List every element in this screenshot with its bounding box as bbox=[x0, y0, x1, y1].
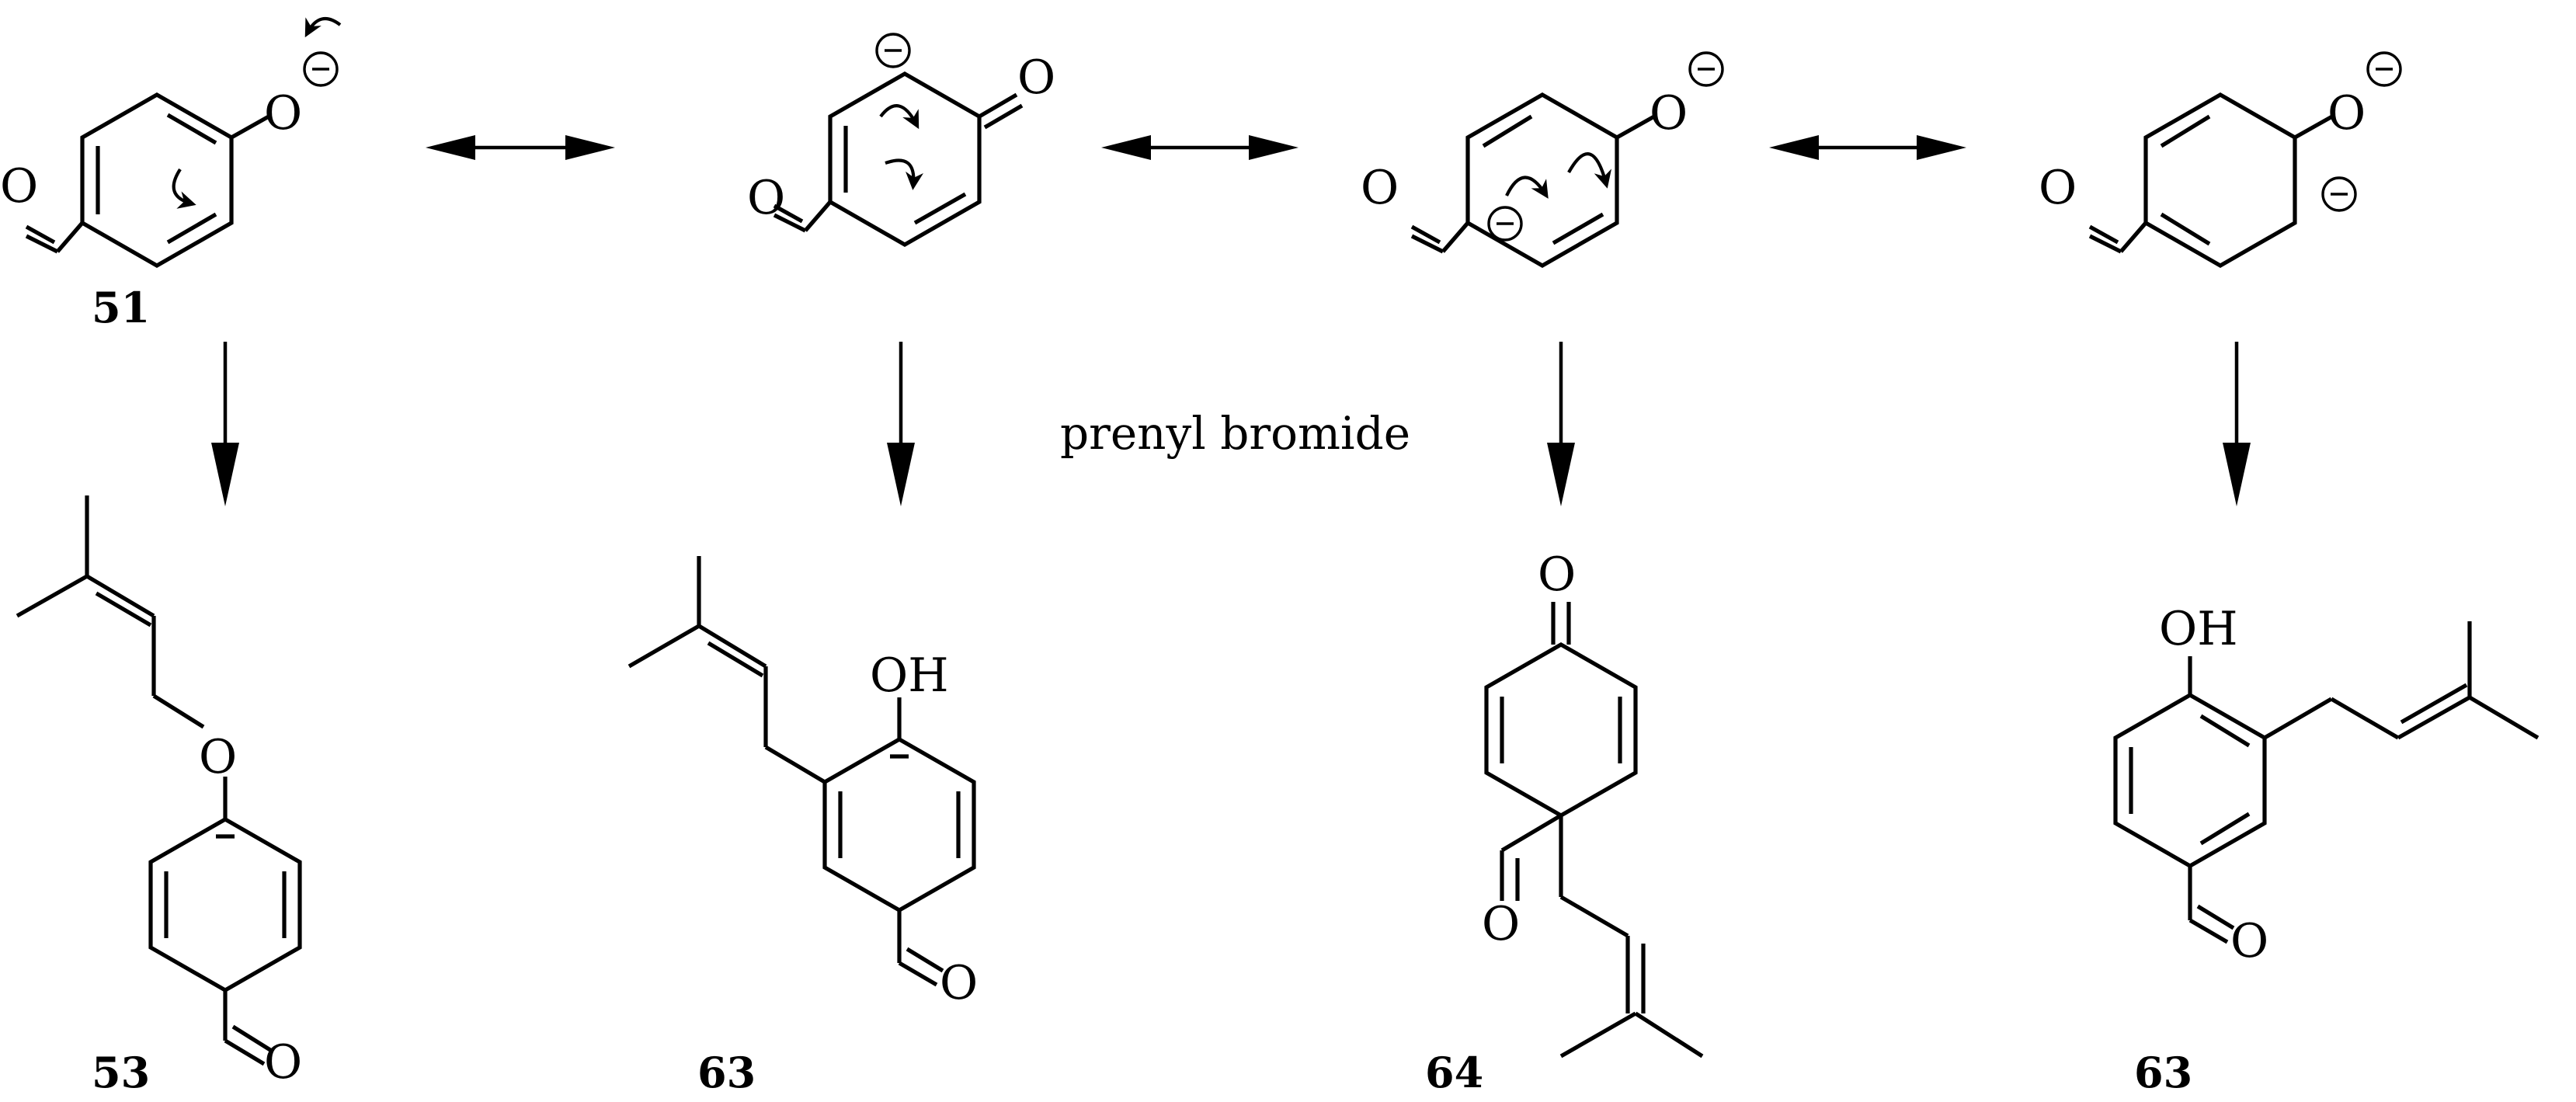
aldehyde-double-bond-2 bbox=[2088, 224, 2119, 245]
aldehyde-oxygen: O bbox=[747, 171, 785, 225]
curved-arrow bbox=[1505, 176, 1549, 199]
aldehyde-oxygen: O bbox=[2039, 161, 2077, 215]
negative-charge bbox=[2366, 51, 2402, 87]
bond-ring-cho bbox=[2119, 221, 2147, 253]
aldehyde-double-bond-2 bbox=[231, 1024, 272, 1052]
aldehyde-double-bond-2 bbox=[906, 947, 944, 973]
curved-arrow bbox=[879, 104, 920, 130]
ether-oxygen: O bbox=[199, 730, 237, 784]
resonance-structure-meta-carbanion: O O bbox=[2039, 51, 2402, 268]
aldehyde-oxygen: O bbox=[940, 956, 978, 1010]
aldehyde-double-bond-2 bbox=[773, 203, 804, 224]
aldehyde-double-bond-2 bbox=[25, 224, 56, 245]
carbonyl-double-bond-2 bbox=[983, 103, 1024, 130]
negative-charge bbox=[1688, 51, 1724, 87]
reagent-label: prenyl bromide bbox=[1060, 407, 1410, 460]
bond-c-o bbox=[230, 114, 270, 140]
compound-label: 63 bbox=[2134, 1048, 2192, 1097]
curved-arrow bbox=[885, 158, 924, 190]
curved-arrow bbox=[172, 168, 196, 209]
aldehyde-double-bond-2 bbox=[2196, 904, 2235, 930]
ketone-oxygen: O bbox=[1538, 548, 1576, 602]
hydroxyl-group: OH bbox=[870, 648, 949, 703]
oxygen-atom: O bbox=[1650, 86, 1688, 141]
reaction-arrow bbox=[211, 342, 239, 506]
aldehyde-oxygen: O bbox=[0, 159, 38, 214]
carbonyl-double-bond bbox=[978, 92, 1018, 119]
product-63-ortho: OH O bbox=[627, 556, 978, 1010]
bond-ring-cho bbox=[804, 200, 832, 232]
resonance-structure-51: O O bbox=[0, 16, 342, 268]
aldehyde-double-bond bbox=[1410, 234, 1444, 254]
bond-ring-cho bbox=[56, 221, 84, 253]
compound-label: 64 bbox=[1425, 1048, 1483, 1097]
prenyl-chain bbox=[627, 556, 826, 784]
aldehyde-double-bond bbox=[25, 234, 59, 254]
reaction-arrow bbox=[2223, 342, 2251, 506]
resonance-arrow bbox=[426, 135, 615, 160]
prenyl-chain bbox=[2263, 621, 2539, 740]
phenol-ring bbox=[822, 737, 976, 913]
negative-charge bbox=[303, 51, 339, 87]
aldehyde-oxygen: O bbox=[1361, 161, 1399, 215]
aldehyde-double-bond bbox=[898, 961, 938, 987]
cyclohexadienone-ring bbox=[828, 71, 982, 247]
product-53: O O bbox=[16, 495, 302, 1090]
curved-arrow bbox=[304, 16, 342, 38]
compound-label: 63 bbox=[697, 1048, 756, 1097]
aldehyde-double-bond bbox=[224, 1038, 266, 1066]
resonance-arrow bbox=[1769, 135, 1966, 160]
bond-c-o bbox=[2293, 114, 2334, 140]
benzene-ring bbox=[148, 817, 302, 992]
aldehyde-oxygen: O bbox=[264, 1035, 302, 1090]
aldehyde-oxygen: O bbox=[2230, 914, 2268, 968]
negative-charge bbox=[1487, 206, 1523, 242]
curved-arrow bbox=[1567, 152, 1612, 189]
prenyl-chain bbox=[16, 495, 205, 729]
benzene-ring bbox=[80, 92, 234, 268]
negative-charge bbox=[2321, 176, 2357, 212]
product-64: O O bbox=[1482, 548, 1704, 1059]
prenyl-chain bbox=[1559, 815, 1704, 1059]
resonance-arrow bbox=[1101, 135, 1298, 160]
oxygen-atom: O bbox=[2327, 86, 2366, 141]
aldehyde-double-bond bbox=[2188, 918, 2229, 944]
resonance-structure-quinoid: O O bbox=[747, 33, 1055, 247]
negative-charge bbox=[875, 33, 911, 68]
cyclohexadienone-ring bbox=[1484, 642, 1638, 818]
aldehyde-double-bond bbox=[2088, 234, 2122, 254]
bond-ring-cho bbox=[1441, 221, 1469, 253]
resonance-structure-ortho-carbanion: O O bbox=[1361, 51, 1724, 268]
cyclohexadiene-ring bbox=[1465, 92, 1619, 268]
hydroxyl-group: OH bbox=[2159, 602, 2238, 656]
cyclohexadiene-ring bbox=[2143, 92, 2297, 268]
oxygen-atom: O bbox=[264, 86, 302, 141]
oxygen-atom: O bbox=[1017, 50, 1055, 105]
reaction-arrow bbox=[1547, 342, 1575, 506]
aldehyde-double-bond-2 bbox=[1410, 224, 1441, 245]
product-63-alt: OH O bbox=[2113, 602, 2539, 968]
phenol-ring bbox=[2113, 693, 2267, 868]
aldehyde-double-bond bbox=[773, 213, 807, 233]
reaction-arrow bbox=[887, 342, 915, 506]
bond-c-o bbox=[1615, 114, 1656, 140]
aldehyde-oxygen: O bbox=[1482, 897, 1520, 951]
bond-quaternary-cho bbox=[1500, 813, 1563, 853]
compound-label: 53 bbox=[92, 1048, 150, 1097]
compound-label: 51 bbox=[92, 283, 150, 332]
